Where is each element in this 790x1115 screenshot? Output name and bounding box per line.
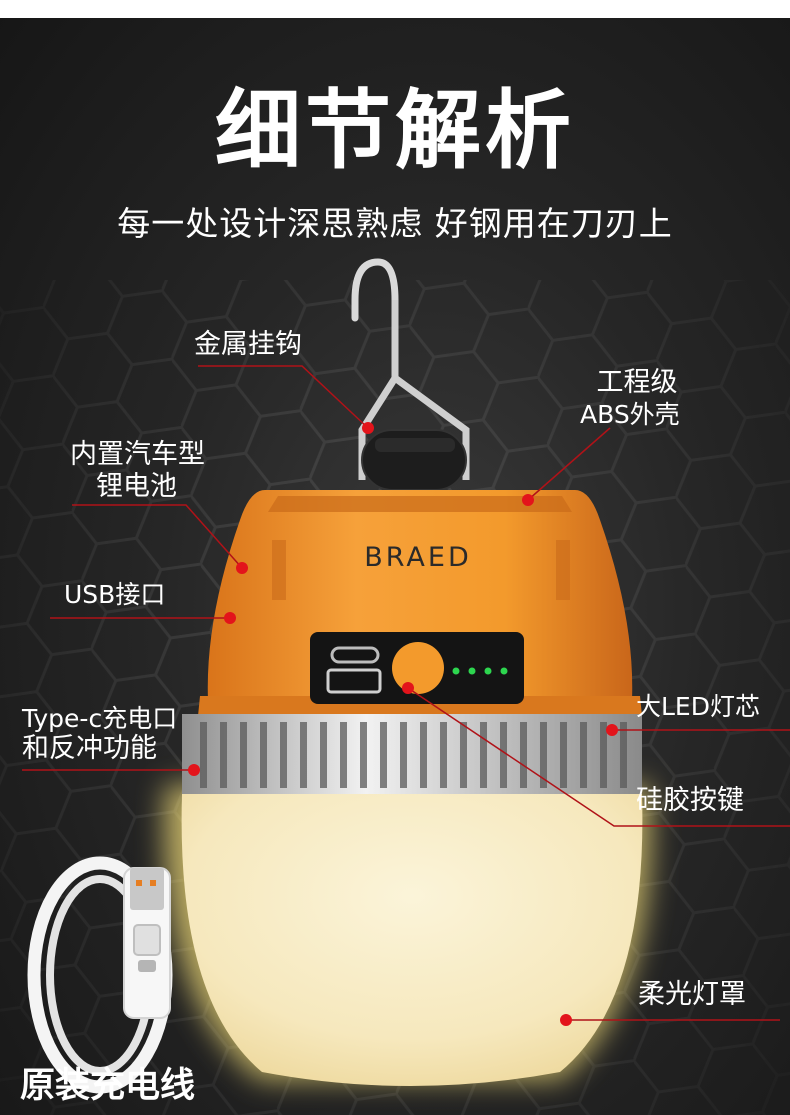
callout-metal-hook: 金属挂钩: [194, 329, 302, 360]
callout-abs-shell-line2: ABS外壳: [580, 400, 680, 429]
callout-abs-shell-line1: 工程级: [596, 367, 678, 398]
typec-port: [330, 646, 380, 664]
brand-logo: BRAED: [364, 542, 472, 573]
callout-soft-shade: 柔光灯罩: [638, 979, 746, 1010]
led-ring: [182, 714, 642, 796]
soft-light-shade: [181, 794, 643, 1086]
silicone-button: [392, 642, 444, 694]
charging-cable: [27, 856, 173, 1094]
callout-battery-line1: 内置汽车型: [70, 439, 205, 470]
top-white-strip: [0, 0, 790, 18]
callout-typec-line1: Type-c充电口: [22, 704, 178, 733]
metal-hook: [351, 258, 399, 322]
page-title: 细节解析: [215, 81, 575, 181]
cable-caption: 原装充电线: [20, 1066, 196, 1106]
usb-port: [326, 668, 382, 694]
callout-usb-port: USB接口: [64, 580, 166, 609]
callout-battery-line2: 锂电池: [96, 471, 177, 502]
page-subtitle: 每一处设计深思熟虑 好钢用在刀刃上: [117, 204, 673, 243]
callout-led-core: 大LED灯芯: [636, 692, 760, 721]
callout-typec-line2: 和反冲功能: [22, 733, 157, 764]
callout-silicone-button: 硅胶按键: [636, 785, 744, 816]
